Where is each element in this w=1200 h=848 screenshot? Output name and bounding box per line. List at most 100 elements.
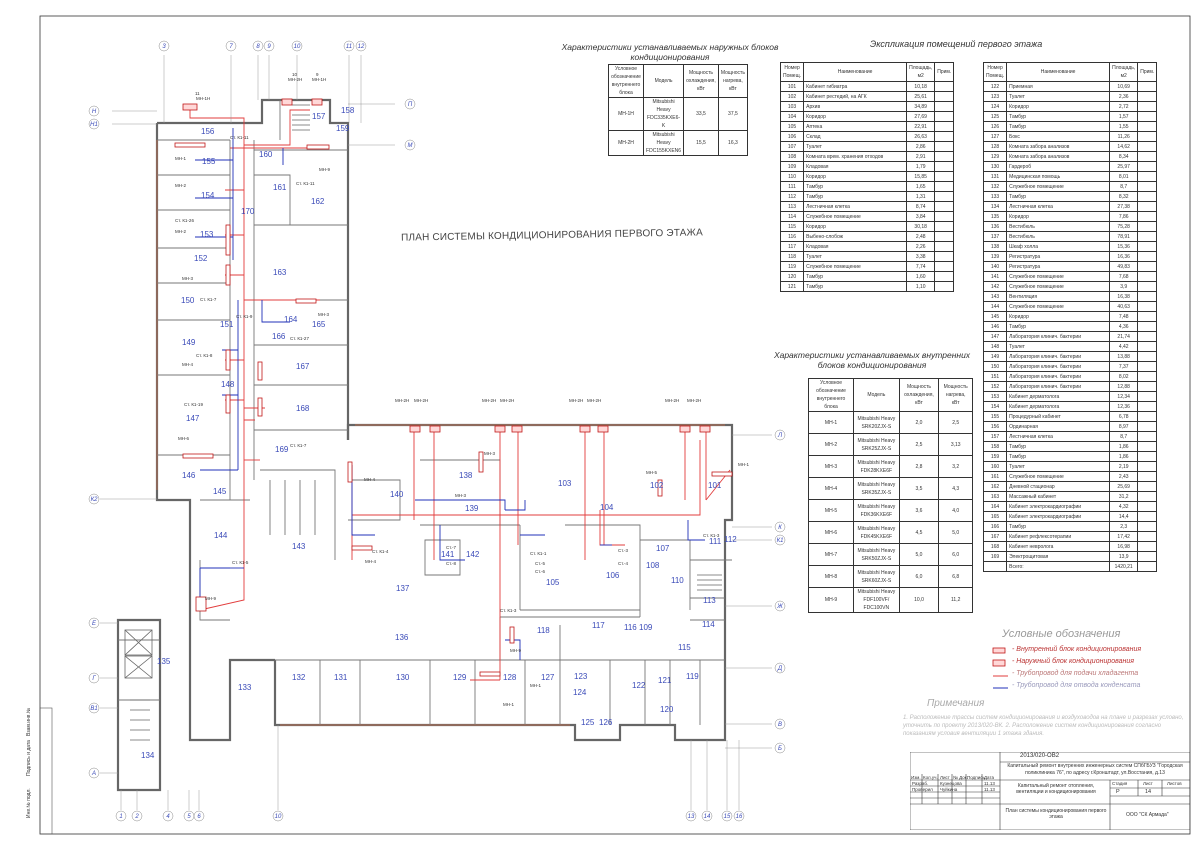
rooms-left-cell: Выбено-слобож: [803, 231, 908, 242]
rooms-left-cell: [934, 231, 955, 242]
rooms-right-cell: Приемная: [1006, 81, 1111, 92]
rooms-right-cell: [1137, 121, 1158, 132]
indoor-table-cell: 2,5: [938, 411, 973, 434]
svg-text:9: 9: [316, 72, 319, 77]
rooms-right-cell: 27,38: [1109, 201, 1139, 212]
svg-text:Ст. К1-7: Ст. К1-7: [290, 443, 307, 448]
room-number-119: 119: [686, 672, 699, 681]
axis-label: 10: [294, 44, 301, 50]
axis-bubble: [721, 810, 733, 822]
svg-text:МН-2Н: МН-2Н: [395, 398, 409, 403]
rooms-right-cell: 8,01: [1109, 171, 1139, 182]
svg-text:МН-2Н: МН-2Н: [687, 398, 701, 403]
svg-text:МН-2Н: МН-2Н: [500, 398, 514, 403]
room-number-150: 150: [181, 296, 195, 305]
outdoor-table-cell: 15,5: [683, 130, 719, 156]
indoor-table-cell: 11,2: [938, 587, 973, 613]
room-number-102: 102: [650, 481, 664, 490]
rooms-right-cell: 155: [982, 411, 1008, 422]
room-number-113: 113: [703, 596, 716, 605]
rooms-right-cell: 11,26: [1109, 131, 1139, 142]
rooms-right-cell: [1137, 441, 1158, 452]
axis-bubble: [404, 139, 416, 151]
axis-label: Л: [777, 433, 783, 439]
rooms-right-cell: 156: [982, 421, 1008, 432]
indoor-table-title: Характеристики устанавливаемых внутренни…: [773, 350, 971, 370]
rooms-left-cell: Кабинет рестедий, на АГК: [803, 91, 908, 102]
rooms-right-cell: 168: [982, 541, 1008, 552]
rooms-left-cell: 114: [779, 211, 805, 222]
rooms-right-cell: 1,86: [1109, 451, 1139, 462]
room-number-101: 101: [708, 481, 722, 490]
rooms-right-header: Номер Помещ.: [982, 62, 1008, 82]
room-number-155: 155: [202, 157, 216, 166]
rooms-left-cell: 1,31: [906, 191, 936, 202]
side-stamp-frame: [39, 707, 53, 835]
rooms-right-cell: 8,7: [1109, 431, 1139, 442]
room-number-111: 111: [709, 537, 722, 546]
rooms-left-cell: 108: [779, 151, 805, 162]
indoor-table-cell: МН-2: [807, 433, 855, 456]
room-number-106: 106: [606, 571, 620, 580]
indoor-table-cell: 4,3: [938, 477, 973, 500]
rooms-right-header: Прим.: [1137, 62, 1158, 82]
svg-text:Ст. К1-1: Ст. К1-1: [530, 551, 547, 556]
svg-text:Ст.-5: Ст.-5: [535, 561, 546, 566]
stamp-hdr-list: Лист: [940, 775, 950, 780]
svg-text:Ст. К1-26: Ст. К1-26: [175, 218, 194, 223]
rooms-right-cell: [1137, 251, 1158, 262]
indoor-table-cell: Mitsubishi Heavy FDK28KXE6F: [853, 455, 900, 478]
svg-text:МН-4: МН-4: [182, 362, 193, 367]
room-number-170: 170: [241, 207, 255, 216]
rooms-right-cell: [1137, 431, 1158, 442]
rooms-right-cell: 127: [982, 131, 1008, 142]
svg-text:МН-2Н: МН-2Н: [569, 398, 583, 403]
rooms-right-cell: 135: [982, 211, 1008, 222]
rooms-right-cell: Тамбур: [1006, 321, 1111, 332]
rooms-right-cell: 165: [982, 511, 1008, 522]
axis-label: 15: [724, 814, 731, 820]
axis-label: К1: [777, 538, 784, 544]
outdoor-table-cell: МН-2Н: [608, 130, 644, 156]
indoor-table-cell: МН-3: [807, 455, 855, 478]
room-number-148: 148: [221, 380, 235, 389]
indoor-table-cell: 4,0: [938, 499, 973, 522]
room-number-168: 168: [296, 404, 310, 413]
room-number-143: 143: [292, 542, 306, 551]
axis-label: В: [778, 722, 782, 728]
axis-label: 11: [346, 44, 352, 50]
axis-bubble: [263, 40, 275, 52]
rooms-left-cell: Аптека: [803, 121, 908, 132]
rooms-right-cell: 140: [982, 261, 1008, 272]
rooms-right-cell: 143: [982, 291, 1008, 302]
rooms-left-cell: 30,18: [906, 221, 936, 232]
rooms-right-cell: 7,86: [1109, 211, 1139, 222]
room-number-160: 160: [259, 150, 273, 159]
rooms-right-cell: 25,97: [1109, 161, 1139, 172]
rooms-left-cell: 118: [779, 251, 805, 262]
axis-label: Ж: [776, 604, 783, 610]
rooms-right-cell: [1137, 171, 1158, 182]
axis-label: А: [91, 771, 96, 777]
indoor-table-cell: 2,5: [898, 433, 940, 456]
rooms-left-cell: 2,26: [906, 241, 936, 252]
indoor-table-cell: 10,0: [898, 587, 940, 613]
condensate-piping: [195, 128, 705, 660]
room-number-141: 141: [441, 550, 455, 559]
indoor-table-header: Мощность охлаждения, кВт: [898, 378, 940, 412]
svg-text:Ст.-3: Ст.-3: [618, 548, 629, 553]
rooms-right-cell: 150: [982, 361, 1008, 372]
rooms-right-cell: 164: [982, 501, 1008, 512]
stair-elevator: [124, 104, 722, 741]
rooms-right-cell: [1137, 391, 1158, 402]
